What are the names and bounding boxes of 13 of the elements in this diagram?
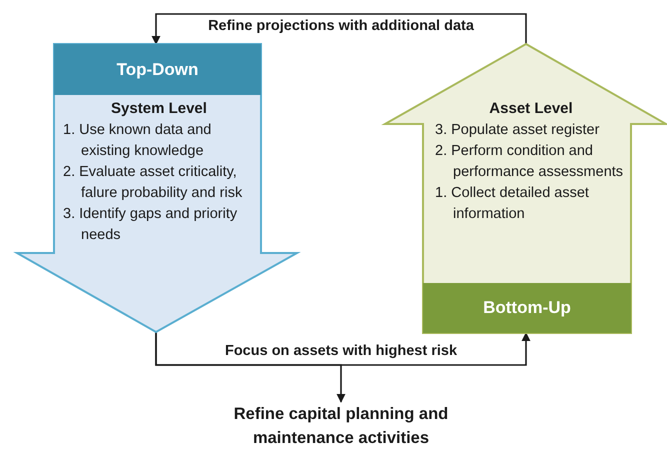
step-text: 1. Collect detailed asset information — [435, 184, 590, 224]
connector-arrow — [152, 13, 527, 45]
step-text: 1. Use known data and existing knowledge — [63, 121, 212, 161]
level-heading: Asset Level — [488, 100, 574, 117]
level-heading: System Level — [110, 100, 208, 117]
conclusion-text: Refine capital planning and maintenance activities — [232, 404, 450, 449]
step-text: 3. Populate asset register — [435, 121, 600, 140]
step-text: 2. Perform condition and performance assessments — [435, 142, 624, 182]
section-header: Bottom-Up — [423, 283, 631, 333]
step-text: 3. Identify gaps and priority needs — [63, 205, 238, 245]
section-header: Top-Down — [54, 44, 261, 95]
step-text: 2. Evaluate asset criticality, falure probability and risk — [63, 163, 244, 203]
connector-arrow — [155, 332, 346, 403]
